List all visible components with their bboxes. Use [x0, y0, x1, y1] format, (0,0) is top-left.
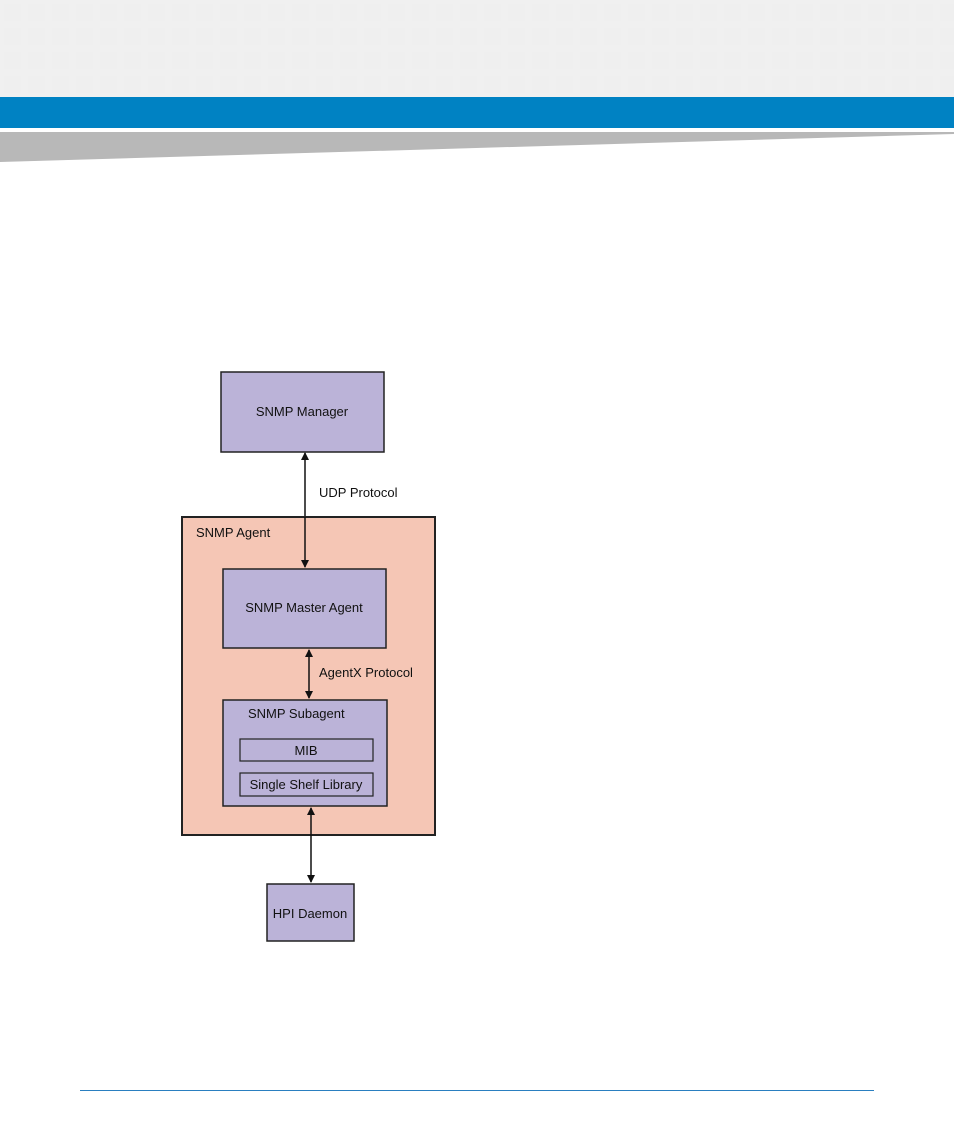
snmp-subagent-label: SNMP Subagent: [248, 706, 345, 721]
snmp-agent-label: SNMP Agent: [196, 525, 271, 540]
agentx-protocol-label: AgentX Protocol: [319, 665, 413, 680]
mib-box: MIB: [239, 738, 374, 762]
hpi-daemon-label: HPI Daemon: [273, 906, 347, 921]
hpi-daemon-box: HPI Daemon: [266, 883, 355, 942]
snmp-master-agent-box: SNMP Master Agent: [222, 568, 387, 649]
header-tiles: [0, 0, 954, 97]
single-shelf-library-label: Single Shelf Library: [250, 777, 363, 792]
footer-rule: [80, 1090, 874, 1091]
mib-label: MIB: [294, 743, 317, 758]
snmp-master-agent-label: SNMP Master Agent: [245, 600, 363, 615]
header-tile-pattern: [0, 0, 954, 97]
udp-protocol-label: UDP Protocol: [319, 485, 398, 500]
single-shelf-library-box: Single Shelf Library: [239, 772, 374, 797]
snmp-manager-label: SNMP Manager: [256, 404, 349, 419]
header-gray-band: [0, 132, 954, 162]
header-blue-band: [0, 97, 954, 128]
snmp-manager-box: SNMP Manager: [220, 371, 385, 453]
